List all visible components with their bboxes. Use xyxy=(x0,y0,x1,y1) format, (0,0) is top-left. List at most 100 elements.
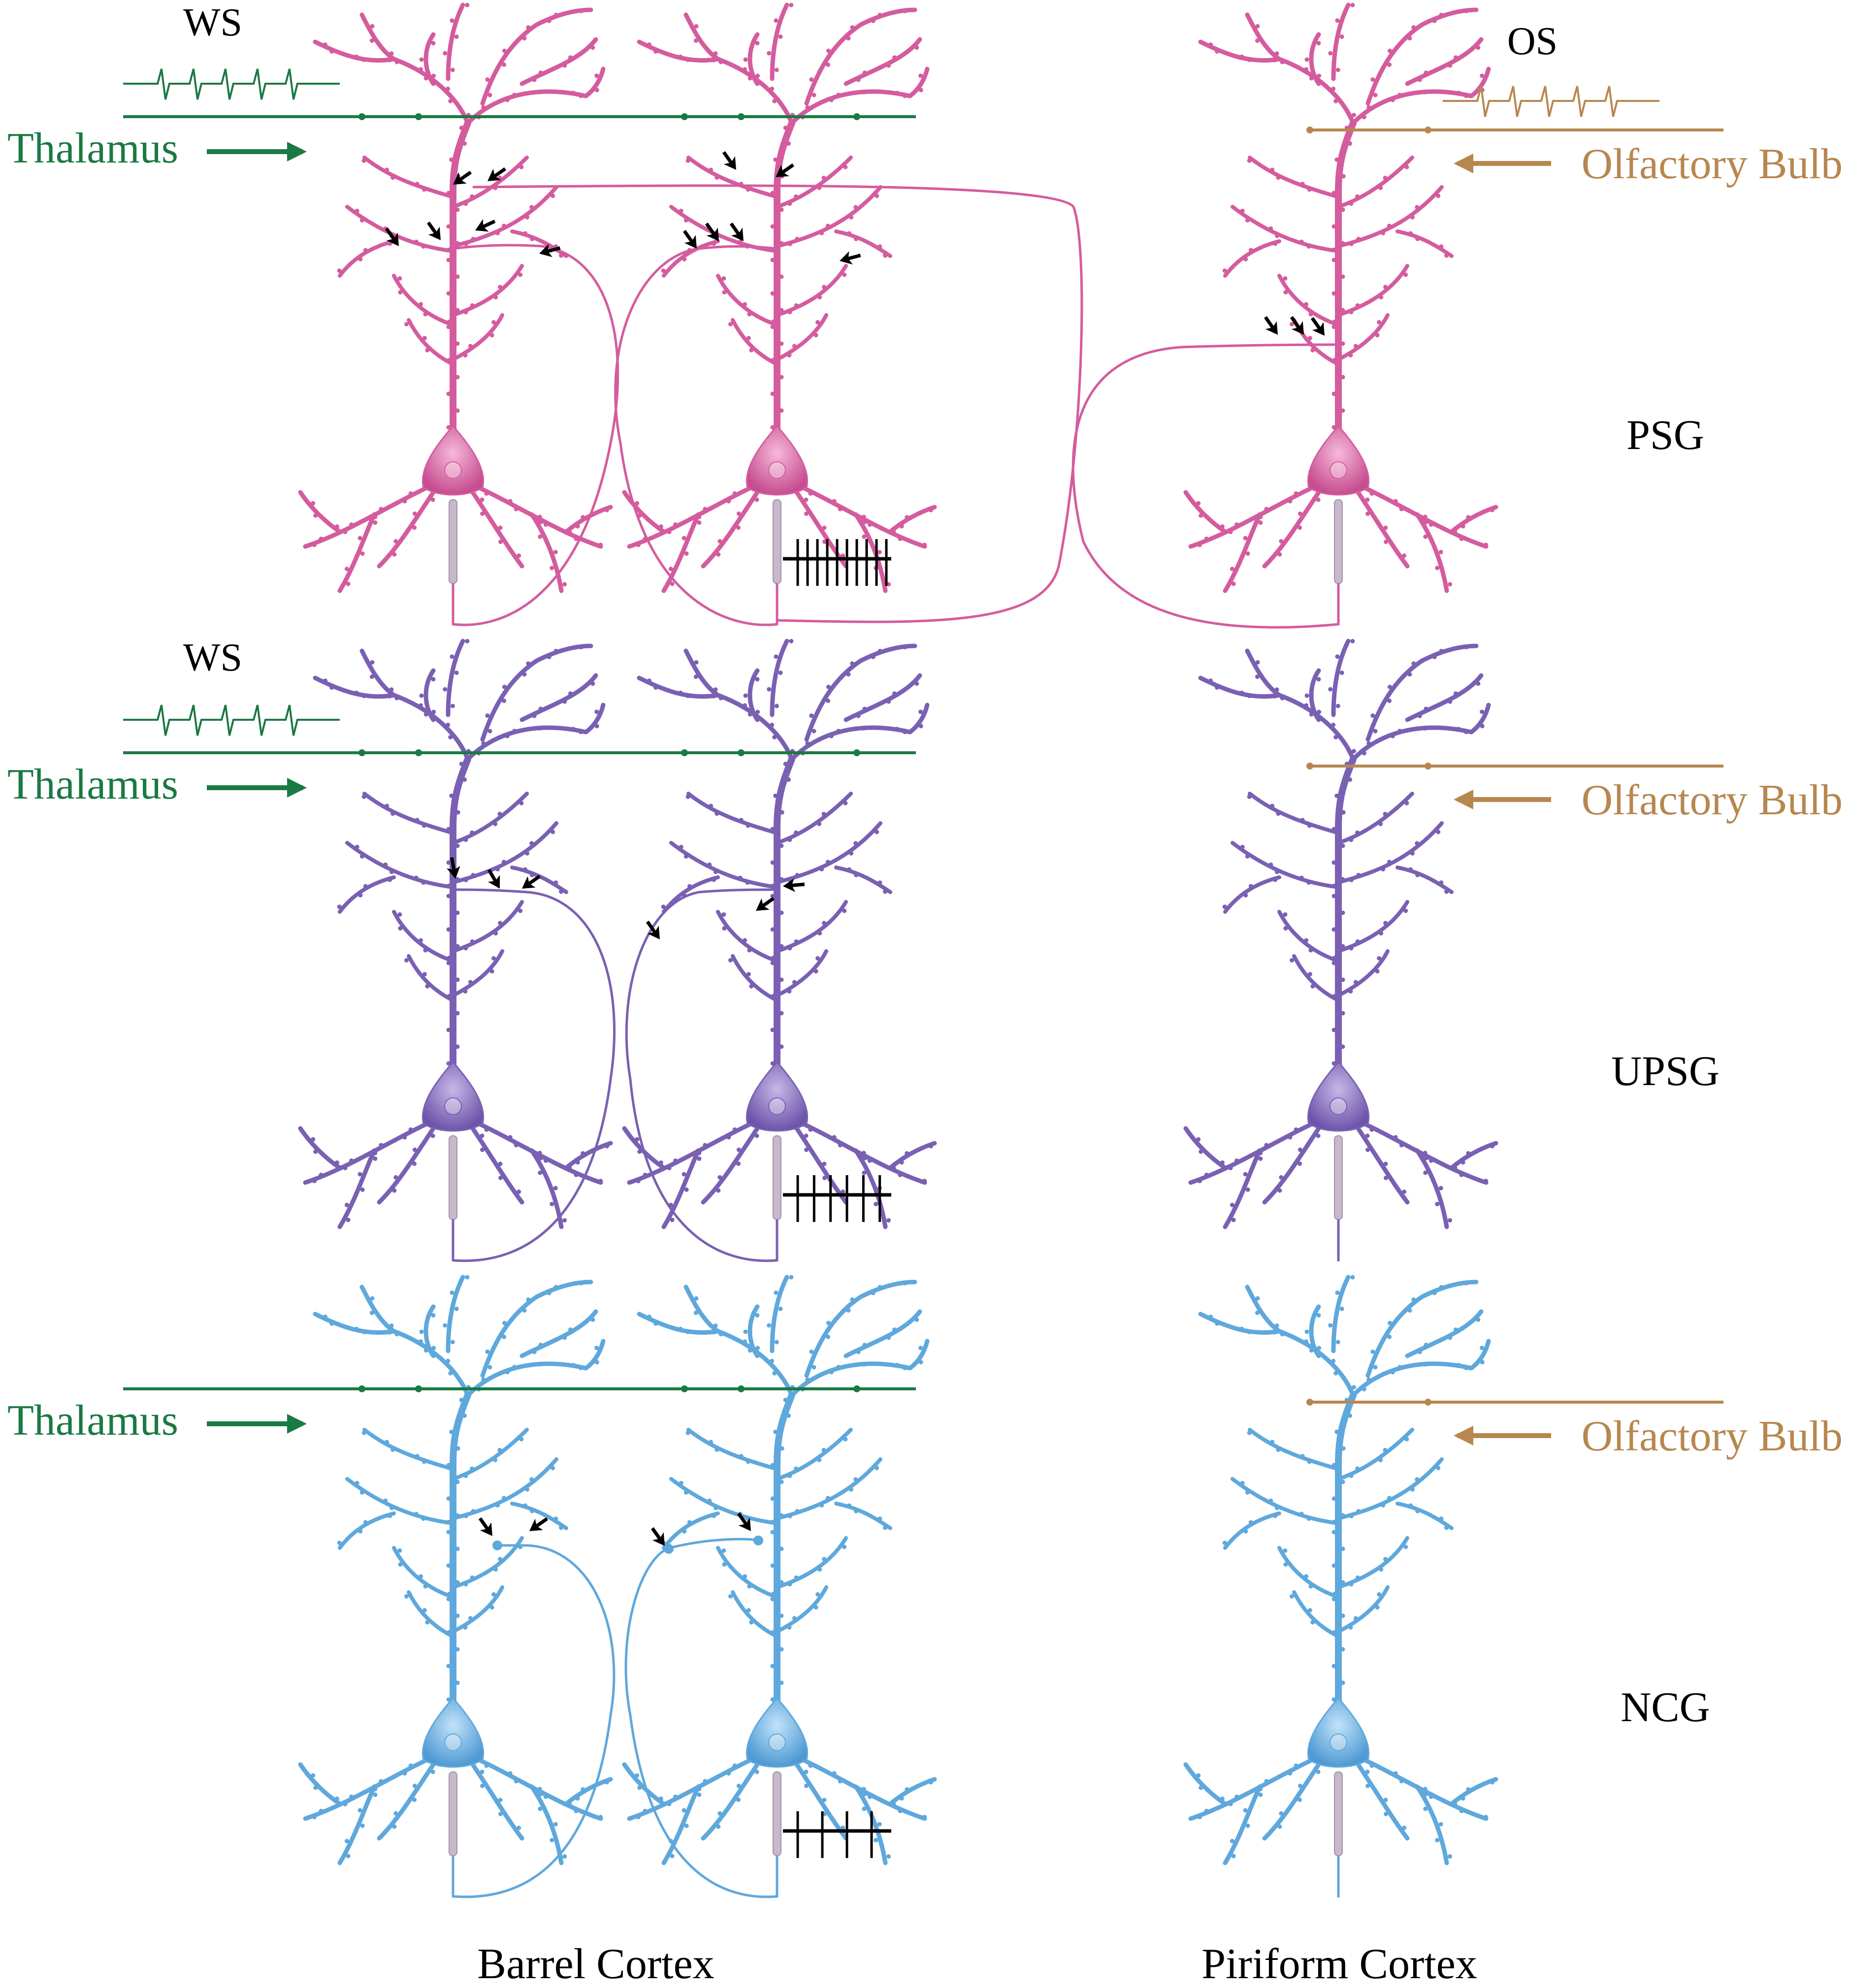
dendritic-spine xyxy=(825,224,830,228)
soma xyxy=(746,1060,808,1132)
soma xyxy=(1307,424,1369,496)
dendritic-spine xyxy=(1331,1563,1336,1568)
dendritic-spine xyxy=(1204,1808,1209,1813)
dendritic-spine xyxy=(489,969,494,974)
dendritic-spine xyxy=(1355,194,1360,199)
dendritic-spine xyxy=(1299,239,1304,244)
dendritic-spine xyxy=(579,94,584,98)
dendritic-spine xyxy=(838,1143,843,1148)
dendritic-spine xyxy=(495,230,500,235)
dendritic-spine xyxy=(1332,994,1337,998)
oblique-dendrite xyxy=(686,792,779,835)
dendritic-spine xyxy=(448,735,453,739)
oblique-dendrite xyxy=(451,821,558,884)
dendritic-spine xyxy=(498,525,503,530)
dendritic-spine xyxy=(1417,1349,1422,1354)
oblique-dendrite xyxy=(1277,1546,1340,1599)
dendritic-spine xyxy=(538,1170,543,1175)
dendritic-spine xyxy=(446,257,451,262)
dendritic-spine xyxy=(491,1592,496,1597)
dendritic-spine xyxy=(459,762,464,767)
dendritic-spine xyxy=(668,567,673,572)
dendritic-spine xyxy=(1366,741,1371,746)
dendritic-spine xyxy=(684,1823,689,1828)
dendritic-spine xyxy=(579,644,584,649)
dendritic-spine xyxy=(538,1806,543,1811)
dendritic-spine xyxy=(1308,312,1313,317)
dendritic-spine xyxy=(594,1346,599,1350)
dendritic-spine xyxy=(455,877,460,882)
dendritic-spine xyxy=(1453,1327,1458,1332)
dendritic-spine xyxy=(346,1218,351,1222)
apical-tuft-branch xyxy=(804,658,863,742)
synapse-arrow xyxy=(1290,316,1304,335)
dendritic-spine xyxy=(1331,1664,1336,1668)
dendritic-spine xyxy=(387,694,392,699)
apical-tuft-branch xyxy=(1309,1304,1321,1358)
dendritic-spine xyxy=(390,1447,395,1452)
dendritic-spine xyxy=(1231,1854,1236,1859)
dendritic-spine xyxy=(743,57,748,62)
dendritic-spine xyxy=(1316,497,1321,502)
dendritic-spine xyxy=(717,1811,722,1816)
dendritic-spine xyxy=(1240,1480,1245,1485)
apical-tuft-branch xyxy=(1331,2,1351,81)
thalamic-synapse xyxy=(738,113,745,120)
dendritic-spine xyxy=(1215,685,1220,690)
dendritic-spine xyxy=(1393,1135,1398,1140)
dendritic-spine xyxy=(1294,1127,1298,1132)
apical-tuft-branch xyxy=(534,7,593,27)
dendritic-spine xyxy=(501,1496,506,1501)
oblique-dendrite xyxy=(1231,205,1340,253)
dendritic-spine xyxy=(770,722,775,727)
dendritic-spine xyxy=(498,1797,503,1802)
dendritic-spine xyxy=(1289,1594,1294,1599)
dendritic-spine xyxy=(832,1135,837,1140)
oblique-dendrite xyxy=(686,156,779,199)
dendritic-spine xyxy=(792,980,797,985)
dendritic-spine xyxy=(1331,324,1336,329)
dendritic-spine xyxy=(687,884,692,889)
dendritic-spine xyxy=(422,972,427,977)
apical-tuft-branch xyxy=(747,32,760,86)
dendritic-spine xyxy=(850,25,855,30)
dendritic-spine xyxy=(743,938,747,943)
dendritic-spine xyxy=(772,735,777,739)
basal-dendrite xyxy=(701,1762,760,1841)
dendritic-spine xyxy=(826,684,831,689)
dendritic-spine xyxy=(1340,1011,1345,1016)
dendritic-spine xyxy=(517,553,521,558)
dendritic-spine xyxy=(1340,408,1345,413)
dendritic-spine xyxy=(329,685,334,690)
basal-dendrite xyxy=(298,490,342,534)
dendritic-spine xyxy=(581,1787,585,1792)
dendritic-spine xyxy=(746,972,751,977)
dendritic-spine xyxy=(1384,540,1389,545)
dendritic-spine xyxy=(1423,1362,1428,1367)
dendritic-spine xyxy=(449,793,454,798)
dendritic-spine xyxy=(843,1437,848,1442)
dendritic-spine xyxy=(447,1592,452,1597)
dendritic-spine xyxy=(886,1218,891,1223)
dendritic-spine xyxy=(1307,336,1312,341)
dendritic-spine xyxy=(779,843,784,848)
dendritic-spine xyxy=(779,1446,784,1451)
dendritic-spine xyxy=(794,939,799,944)
dendritic-spine xyxy=(388,241,392,246)
dendritic-spine xyxy=(480,497,485,502)
oblique-dendrite xyxy=(338,239,396,278)
basal-dendrite xyxy=(661,1784,701,1865)
dendritic-spine xyxy=(770,425,775,430)
dendritic-spine xyxy=(1309,1348,1314,1353)
dendritic-spine xyxy=(357,536,362,541)
nucleus xyxy=(444,1733,462,1751)
dendritic-spine xyxy=(914,1317,919,1322)
dendritic-spine xyxy=(804,497,809,502)
arrow-head xyxy=(731,227,744,241)
dendritic-spine xyxy=(448,1371,453,1376)
dendritic-spine xyxy=(425,984,430,989)
recording-electrode xyxy=(1334,1771,1343,1856)
dendritic-spine xyxy=(455,810,460,815)
basal-dendrite xyxy=(377,1126,436,1205)
dendritic-spine xyxy=(1387,1334,1392,1339)
